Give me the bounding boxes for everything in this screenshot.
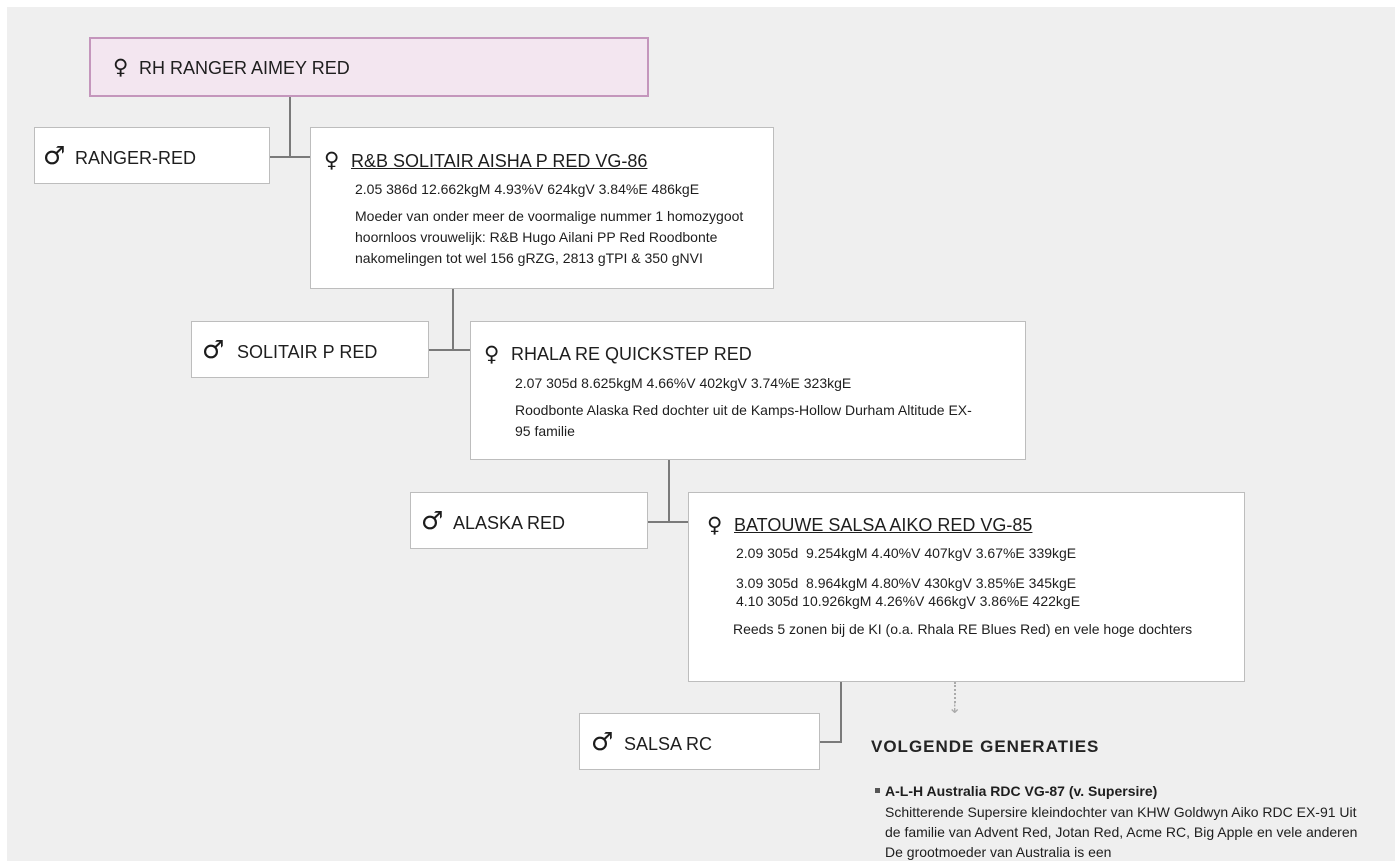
next-generations-heading: VOLGENDE GENERATIES <box>871 737 1100 756</box>
dam-box-gen1: ♀ R&B SOLITAIR AISHA P RED VG-86 2.05 38… <box>310 127 774 289</box>
dam-description: Reeds 5 zonen bij de KI (o.a. Rhala RE B… <box>733 621 1193 637</box>
female-icon: ♀ <box>707 513 723 537</box>
next-generation-description: Schitterende Supersire kleindochter van … <box>885 804 1358 860</box>
male-icon: ♂ <box>43 141 66 170</box>
connector <box>289 97 291 157</box>
dam-description: Moeder van onder meer de voormalige numm… <box>355 208 744 266</box>
male-icon: ♂ <box>202 335 225 364</box>
female-icon: ♀ <box>484 342 500 366</box>
dam-box-gen2: ♀ RHALA RE QUICKSTEP RED 2.07 305d 8.625… <box>470 321 1026 460</box>
male-icon: ♂ <box>421 506 444 535</box>
production-stats: 2.07 305d 8.625kgM 4.66%V 402kgV 3.74%E … <box>515 375 852 391</box>
connector <box>452 289 454 350</box>
production-stats: 4.10 305d 10.926kgM 4.26%V 466kgV 3.86%E… <box>736 593 1081 609</box>
production-stats: 2.09 305d 9.254kgM 4.40%V 407kgV 3.67%E … <box>736 545 1077 561</box>
sire-box-gen2: ♂ SOLITAIR P RED <box>191 321 429 378</box>
next-generation-title: A-L-H Australia RDC VG-87 (v. Supersire) <box>885 783 1158 799</box>
production-stats: 3.09 305d 8.964kgM 4.80%V 430kgV 3.85%E … <box>736 575 1077 591</box>
sire-box-gen4: ♂ SALSA RC <box>579 713 820 770</box>
female-icon: ♀ <box>113 55 129 79</box>
dam-box-gen3: ♀ BATOUWE SALSA AIKO RED VG-85 2.09 305d… <box>688 492 1245 682</box>
sire-name: ALASKA RED <box>453 513 566 533</box>
connector <box>647 521 689 523</box>
sire-name: SOLITAIR P RED <box>237 342 378 362</box>
root-animal-name: RH RANGER AIMEY RED <box>139 58 350 78</box>
sire-name: RANGER-RED <box>75 148 197 168</box>
connector <box>668 460 670 522</box>
sire-box-gen1: ♂ RANGER-RED <box>34 127 270 184</box>
dam-name-link[interactable]: R&B SOLITAIR AISHA P RED VG-86 <box>351 151 648 171</box>
connector <box>840 682 842 742</box>
dotted-connector <box>954 682 956 703</box>
male-icon: ♂ <box>591 727 614 756</box>
root-animal-box: ♀ RH RANGER AIMEY RED <box>89 37 649 97</box>
pedigree-canvas: ♀ RH RANGER AIMEY RED ♂ RANGER-RED ♀ R&B… <box>7 7 1395 861</box>
sire-name: SALSA RC <box>624 734 713 754</box>
dam-name-link[interactable]: BATOUWE SALSA AIKO RED VG-85 <box>734 515 1033 535</box>
connector <box>269 156 311 158</box>
dam-description: Roodbonte Alaska Red dochter uit de Kamp… <box>515 402 972 439</box>
list-bullet <box>875 788 880 793</box>
connector <box>428 349 471 351</box>
connector <box>819 741 842 743</box>
sire-box-gen3: ♂ ALASKA RED <box>410 492 648 549</box>
dotted-down-arrow-icon: ⇣ <box>948 698 962 717</box>
dam-name: RHALA RE QUICKSTEP RED <box>511 344 752 364</box>
female-icon: ♀ <box>324 148 340 172</box>
production-stats: 2.05 386d 12.662kgM 4.93%V 624kgV 3.84%E… <box>355 181 700 197</box>
